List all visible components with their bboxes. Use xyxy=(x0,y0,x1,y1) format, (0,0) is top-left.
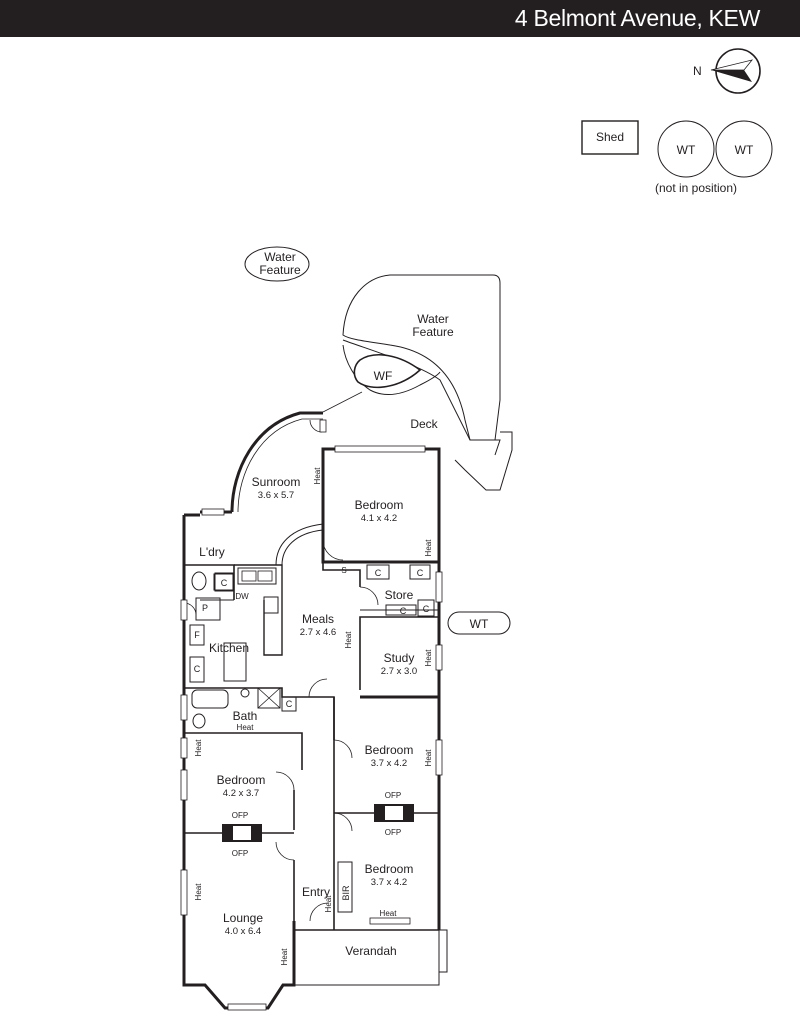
cupboard-store-4: C xyxy=(423,604,430,614)
store-name: Store xyxy=(385,588,414,602)
study-name: Study xyxy=(384,651,415,665)
heater-meals: Heat xyxy=(344,631,353,649)
cupboard-store-1: C xyxy=(375,568,382,578)
lounge-dim: 4.0 x 6.4 xyxy=(225,926,261,937)
bedroom-left-name: Bedroom xyxy=(217,773,266,787)
cupboard-kitchen: C xyxy=(194,664,201,674)
heater-sunroom: Heat xyxy=(313,467,322,485)
compass-north-label: N xyxy=(693,64,702,78)
compass-icon: N xyxy=(693,48,761,94)
cupboard-store-2: C xyxy=(417,568,424,578)
ofp-left-top: OFP xyxy=(232,811,248,820)
meals-name: Meals xyxy=(302,612,334,626)
bedroom-mid-right-name: Bedroom xyxy=(365,743,414,757)
wf-label: WF xyxy=(374,369,393,383)
heater-bedroom-left: Heat xyxy=(194,739,203,757)
fireplace-left-icon xyxy=(222,824,262,842)
room-bedroom-left: Bedroom 4.2 x 3.7 xyxy=(217,773,266,799)
cupboard-labels: C C C S C C P F C DW C xyxy=(194,566,430,709)
room-bedroom-mid-right: Bedroom 3.7 x 4.2 xyxy=(365,743,414,769)
heater-entry: Heat xyxy=(324,895,333,913)
water-tank-1-label: WT xyxy=(677,143,696,157)
ofp-right-bottom: OFP xyxy=(385,828,401,837)
fireplace-labels: OFP OFP OFP OFP xyxy=(232,791,401,858)
fridge-label: F xyxy=(194,630,200,640)
room-study: Study 2.7 x 3.0 xyxy=(381,651,417,677)
deck-label: Deck xyxy=(410,417,438,431)
header-bar: 4 Belmont Avenue, KEW xyxy=(0,0,800,37)
bedroom-mid-right-dim: 3.7 x 4.2 xyxy=(371,758,407,769)
ofp-right-top: OFP xyxy=(385,791,401,800)
water-feature-small-line2: Feature xyxy=(259,263,301,277)
lounge-name: Lounge xyxy=(223,911,263,925)
bedroom-left-dim: 4.2 x 3.7 xyxy=(223,788,259,799)
room-meals: Meals 2.7 x 4.6 xyxy=(300,612,336,638)
shelf-label: S xyxy=(341,566,346,575)
sunroom-name: Sunroom xyxy=(252,475,301,489)
water-feature-small: Water Feature xyxy=(244,246,310,282)
water-feature-large-line1: Water xyxy=(417,312,449,326)
meals-dim: 2.7 x 4.6 xyxy=(300,627,336,638)
bath-name: Bath xyxy=(233,709,258,723)
heater-study: Heat xyxy=(424,649,433,667)
cupboard-laundry: C xyxy=(221,578,228,588)
room-bedroom-front-right: Bedroom 3.7 x 4.2 xyxy=(365,862,414,888)
entry-name: Entry xyxy=(302,885,330,899)
ofp-left-bottom: OFP xyxy=(232,849,248,858)
sunroom-curved-wall xyxy=(200,411,324,566)
room-sunroom: Sunroom 3.6 x 5.7 xyxy=(252,475,301,501)
heater-bedroom-mid-right: Heat xyxy=(424,749,433,767)
tanks-note: (not in position) xyxy=(655,181,737,195)
verandah-label: Verandah xyxy=(345,944,396,958)
water-tank-1: WT xyxy=(657,120,715,178)
room-lounge: Lounge 4.0 x 6.4 xyxy=(223,911,263,937)
side-water-tank: WT xyxy=(447,611,511,635)
heater-lounge: Heat xyxy=(194,883,203,901)
bedroom-front-right-name: Bedroom xyxy=(365,862,414,876)
bedroom-rear-name: Bedroom xyxy=(355,498,404,512)
heater-labels: Heat Heat Heat Heat Heat Heat Heat Heat … xyxy=(194,467,433,966)
cupboard-hall: C xyxy=(286,699,293,709)
water-feature-large-line2: Feature xyxy=(412,325,454,339)
laundry-name: L'dry xyxy=(199,545,225,559)
study-dim: 2.7 x 3.0 xyxy=(381,666,417,677)
deck-area: Water Feature WF Deck xyxy=(322,274,513,491)
windows xyxy=(180,419,443,1011)
heater-lounge-bay: Heat xyxy=(280,948,289,966)
cupboard-store-3: C xyxy=(400,606,407,616)
heater-bath: Heat xyxy=(237,723,255,732)
bedroom-front-right-dim: 3.7 x 4.2 xyxy=(371,877,407,888)
shed-label: Shed xyxy=(596,130,624,144)
property-address-title: 4 Belmont Avenue, KEW xyxy=(514,5,760,31)
water-tank-2-label: WT xyxy=(735,143,754,157)
bedroom-rear-dim: 4.1 x 4.2 xyxy=(361,513,397,524)
bir-name: BIR xyxy=(341,885,351,901)
water-feature-small-line1: Water xyxy=(264,250,296,264)
side-water-tank-label: WT xyxy=(470,617,489,631)
kitchen-name: Kitchen xyxy=(209,641,249,655)
sunroom-dim: 3.6 x 5.7 xyxy=(258,490,294,501)
pantry-label: P xyxy=(202,603,208,613)
heater-bedroom-rear: Heat xyxy=(424,539,433,557)
heater-bedroom-front-right: Heat xyxy=(380,909,398,918)
room-bedroom-rear: Bedroom 4.1 x 4.2 xyxy=(355,498,404,524)
shed: Shed xyxy=(581,120,639,155)
dishwasher-label: DW xyxy=(235,592,249,601)
fireplace-right-icon xyxy=(374,804,414,822)
water-tank-2: WT xyxy=(715,120,773,178)
